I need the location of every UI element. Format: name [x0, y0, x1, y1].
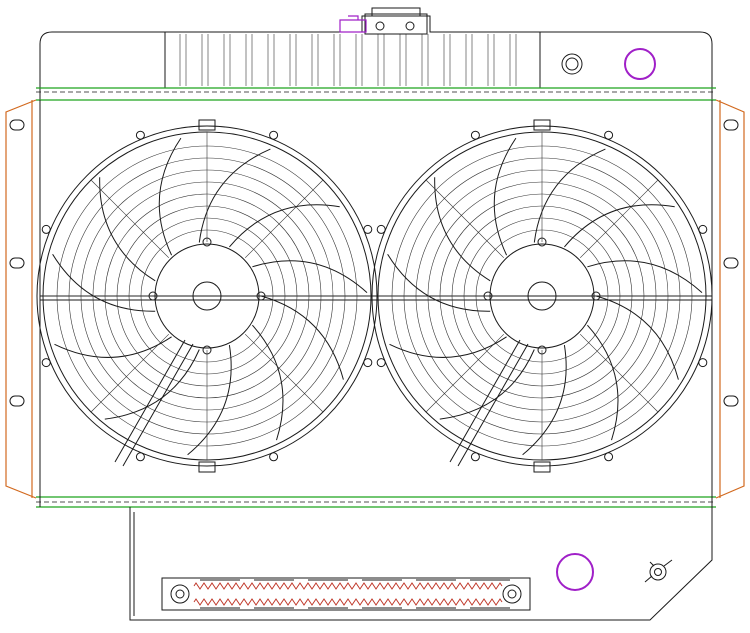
bottom-tank [129, 507, 713, 621]
mounting-hole-icon [502, 584, 522, 604]
fan-icon [371, 119, 713, 473]
top-tank [39, 15, 713, 100]
mounting-hole-icon [9, 119, 25, 131]
left-side-tank [5, 99, 37, 499]
mounting-hole-icon [723, 119, 739, 131]
radiator-cap-icon [339, 7, 428, 35]
outlet-fitting-icon [624, 48, 656, 80]
mounting-hole-icon [170, 584, 190, 604]
mounting-hole-icon [723, 395, 739, 407]
right-side-tank [715, 99, 745, 499]
fan-icon [36, 119, 378, 473]
mounting-hole-icon [9, 395, 25, 407]
mounting-hole-icon [723, 257, 739, 269]
drain-petcock-icon [644, 559, 673, 583]
core-outline [36, 87, 716, 508]
filler-neck-icon [561, 53, 583, 75]
mounting-hole-icon [9, 257, 25, 269]
inlet-fitting-icon [556, 553, 594, 591]
lower-mount-bracket [161, 577, 531, 611]
